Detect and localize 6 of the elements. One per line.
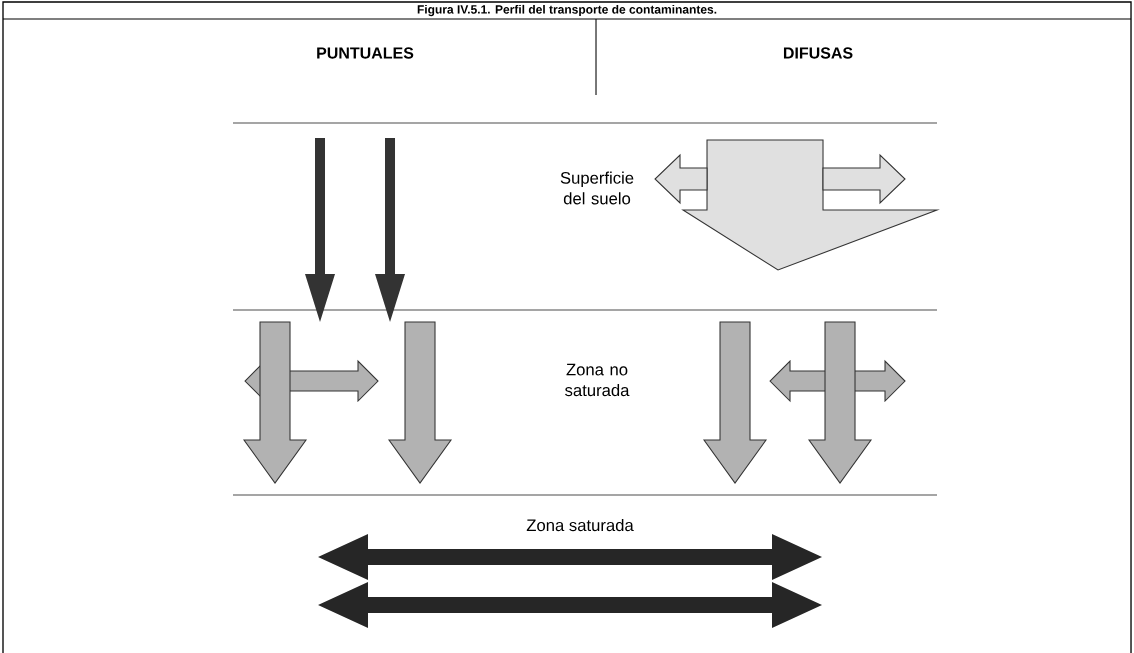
figure-title: Figura IV.5.1. Perfil del transporte de contaminantes. — [417, 4, 717, 17]
column-header: PUNTUALES — [317, 47, 414, 59]
zone-label: Superficie del suelo — [560, 171, 634, 205]
zone-label: Zona no saturada — [565, 363, 630, 397]
column-header: DIFUSAS — [783, 47, 853, 59]
zone-label: Zona saturada — [526, 518, 634, 532]
